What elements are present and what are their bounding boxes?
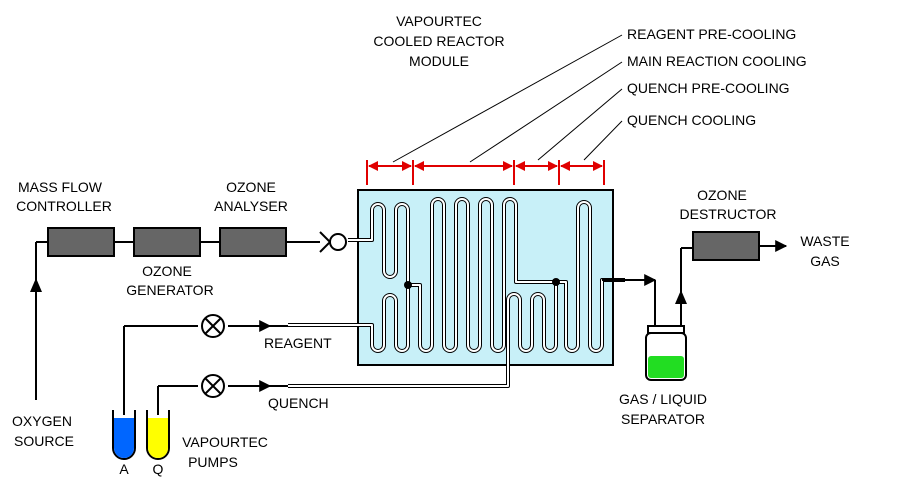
reactor-label-2: COOLED REACTOR — [373, 33, 504, 49]
pump-q-label: Q — [153, 461, 164, 477]
zone-label-quench-cooling: QUENCH COOLING — [627, 112, 756, 128]
ozone-destructor-label-2: DESTRUCTOR — [680, 206, 777, 222]
pump-a-vial — [112, 410, 136, 460]
waste-gas-label-2: GAS — [810, 253, 840, 269]
flow-valve-icon — [201, 374, 225, 398]
mixing-junction-quench — [552, 278, 560, 286]
pumps-label-2: PUMPS — [188, 454, 238, 470]
ozone-destructor — [692, 231, 760, 261]
oxygen-label-2: SOURCE — [14, 433, 74, 449]
check-valve-icon — [319, 231, 347, 253]
ozone-analyser-label-1: OZONE — [226, 179, 276, 195]
flow-valve-icon — [201, 314, 225, 338]
flow-arrow-icon — [30, 278, 42, 292]
zone-dimension-bars — [366, 160, 605, 185]
quench-label: QUENCH — [268, 395, 329, 411]
ozone-generator-label-1: OZONE — [142, 263, 192, 279]
zone-label-quench-precooling: QUENCH PRE-COOLING — [627, 80, 790, 96]
ozone-generator — [133, 227, 201, 257]
ozone-generator-label-2: GENERATOR — [126, 282, 213, 298]
mass-flow-label-2: CONTROLLER — [16, 198, 112, 214]
waste-gas-label-1: WASTE — [800, 233, 849, 249]
zone-label-reagent-precooling: REAGENT PRE-COOLING — [627, 26, 796, 42]
separator-label-2: SEPARATOR — [621, 411, 705, 427]
zone-leader-lines — [392, 34, 623, 163]
zone-label-main-reaction: MAIN REACTION COOLING — [627, 53, 807, 69]
reagent-label: REAGENT — [264, 335, 332, 351]
pump-q-vial — [146, 410, 170, 460]
oxygen-label-1: OXYGEN — [12, 413, 72, 429]
ozone-analyser — [219, 227, 287, 257]
reactor-label-3: MODULE — [409, 53, 469, 69]
mass-flow-label-1: MASS FLOW — [18, 179, 103, 195]
mass-flow-controller — [47, 227, 115, 257]
reactor-coils — [288, 197, 625, 388]
separator-label-1: GAS / LIQUID — [619, 391, 707, 407]
pumps-label-1: VAPOURTEC — [182, 434, 268, 450]
pump-a-label: A — [119, 461, 129, 477]
ozone-destructor-label-1: OZONE — [697, 187, 747, 203]
reactor-label-1: VAPOURTEC — [396, 13, 482, 29]
flow-arrow-icon — [675, 290, 687, 304]
ozone-analyser-label-2: ANALYSER — [214, 198, 288, 214]
reactor-module — [357, 189, 614, 366]
gas-liquid-separator — [645, 325, 687, 381]
mixing-junction-reagent — [404, 281, 412, 289]
